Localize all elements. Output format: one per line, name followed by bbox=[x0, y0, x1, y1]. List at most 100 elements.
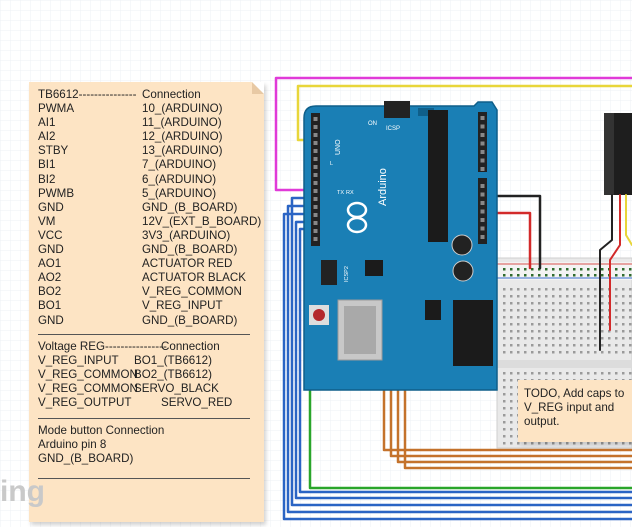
breadboard-hole bbox=[510, 421, 513, 424]
header-pin bbox=[480, 167, 485, 171]
breadboard-hole bbox=[566, 351, 569, 354]
breadboard-hole bbox=[615, 323, 618, 326]
breadboard-hole bbox=[615, 372, 618, 375]
pin-connection: 7_(ARDUINO) bbox=[142, 158, 217, 172]
header-pin bbox=[480, 158, 485, 163]
breadboard-hole bbox=[573, 337, 576, 340]
breadboard-hole bbox=[510, 295, 513, 298]
header-pin bbox=[480, 201, 485, 205]
breadboard-hole bbox=[559, 295, 562, 298]
breadboard-hole bbox=[531, 337, 534, 340]
pin-connection: ACTUATOR BLACK bbox=[142, 271, 246, 285]
breadboard-hole bbox=[538, 274, 541, 277]
breadboard-hole bbox=[566, 344, 569, 347]
header-pin bbox=[313, 205, 318, 209]
breadboard-hole bbox=[615, 344, 618, 347]
breadboard-hole bbox=[615, 268, 618, 271]
breadboard-hole bbox=[503, 316, 506, 319]
breadboard-hole bbox=[559, 337, 562, 340]
breadboard-hole bbox=[629, 330, 632, 333]
breadboard-hole bbox=[531, 309, 534, 312]
connection-note[interactable] bbox=[29, 82, 264, 522]
breadboard-hole bbox=[510, 379, 513, 382]
header-pin bbox=[480, 235, 485, 239]
header-pin bbox=[313, 125, 318, 129]
breadboard-hole bbox=[573, 268, 576, 271]
breadboard-hole bbox=[615, 274, 618, 277]
breadboard-hole bbox=[601, 274, 604, 277]
breadboard-hole bbox=[615, 351, 618, 354]
breadboard-hole bbox=[629, 274, 632, 277]
breadboard-hole bbox=[503, 400, 506, 403]
actuator-component[interactable] bbox=[604, 113, 632, 195]
breadboard-hole bbox=[552, 442, 555, 445]
breadboard-hole bbox=[510, 330, 513, 333]
breadboard-hole bbox=[552, 309, 555, 312]
breadboard-hole bbox=[510, 302, 513, 305]
breadboard-hole bbox=[629, 337, 632, 340]
header-pin bbox=[480, 141, 485, 146]
breadboard-hole bbox=[538, 351, 541, 354]
header-pin bbox=[313, 133, 318, 137]
dc-jack[interactable] bbox=[453, 300, 493, 366]
header-pin bbox=[313, 173, 318, 177]
breadboard-hole bbox=[510, 386, 513, 389]
breadboard-hole bbox=[503, 268, 506, 271]
breadboard-hole bbox=[503, 414, 506, 417]
breadboard-hole bbox=[566, 323, 569, 326]
breadboard-hole bbox=[594, 330, 597, 333]
board-l-label: L bbox=[330, 161, 333, 167]
breadboard-hole bbox=[573, 309, 576, 312]
breadboard-hole bbox=[587, 268, 590, 271]
icsp-header[interactable] bbox=[384, 101, 410, 118]
arduino-board[interactable]: Arduino UNO ON ICSP ICSP2 TX RX L bbox=[303, 101, 498, 391]
breadboard-hole bbox=[524, 288, 527, 291]
breadboard-hole bbox=[608, 337, 611, 340]
breadboard-hole bbox=[615, 288, 618, 291]
board-uno-label: UNO bbox=[335, 139, 342, 155]
board-on-label: ON bbox=[368, 121, 377, 127]
breadboard-hole bbox=[531, 316, 534, 319]
breadboard-hole bbox=[573, 330, 576, 333]
breadboard-hole bbox=[566, 372, 569, 375]
breadboard-hole bbox=[601, 323, 604, 326]
breadboard-hole bbox=[538, 442, 541, 445]
pin-connection: BO1_(TB6612) bbox=[134, 353, 212, 367]
breadboard-hole bbox=[559, 344, 562, 347]
breadboard-hole bbox=[629, 372, 632, 375]
breadboard-hole bbox=[552, 316, 555, 319]
breadboard-hole bbox=[622, 337, 625, 340]
breadboard-hole bbox=[601, 268, 604, 271]
breadboard-hole bbox=[524, 316, 527, 319]
breadboard-hole bbox=[559, 372, 562, 375]
breadboard-hole bbox=[573, 323, 576, 326]
breadboard-hole bbox=[531, 302, 534, 305]
breadboard-hole bbox=[531, 323, 534, 326]
todo-note[interactable] bbox=[518, 380, 632, 442]
breadboard-hole bbox=[573, 274, 576, 277]
breadboard-hole bbox=[573, 344, 576, 347]
breadboard-hole bbox=[615, 309, 618, 312]
breadboard-hole bbox=[538, 330, 541, 333]
pin-name: AO2 bbox=[38, 271, 62, 285]
reset-button-cap[interactable] bbox=[313, 309, 325, 321]
breadboard-hole bbox=[517, 288, 520, 291]
breadboard-hole bbox=[538, 344, 541, 347]
breadboard-hole bbox=[517, 330, 520, 333]
breadboard-hole bbox=[510, 337, 513, 340]
breadboard-hole bbox=[545, 288, 548, 291]
breadboard-hole bbox=[622, 288, 625, 291]
breadboard-hole bbox=[538, 316, 541, 319]
digital-header[interactable] bbox=[311, 113, 320, 246]
icsp2-header[interactable] bbox=[321, 260, 337, 285]
header-pin bbox=[313, 221, 318, 225]
breadboard-hole bbox=[531, 330, 534, 333]
breadboard-hole bbox=[629, 302, 632, 305]
breadboard-hole bbox=[524, 268, 527, 271]
breadboard-hole bbox=[622, 442, 625, 445]
breadboard-hole bbox=[629, 316, 632, 319]
breadboard-hole bbox=[538, 302, 541, 305]
